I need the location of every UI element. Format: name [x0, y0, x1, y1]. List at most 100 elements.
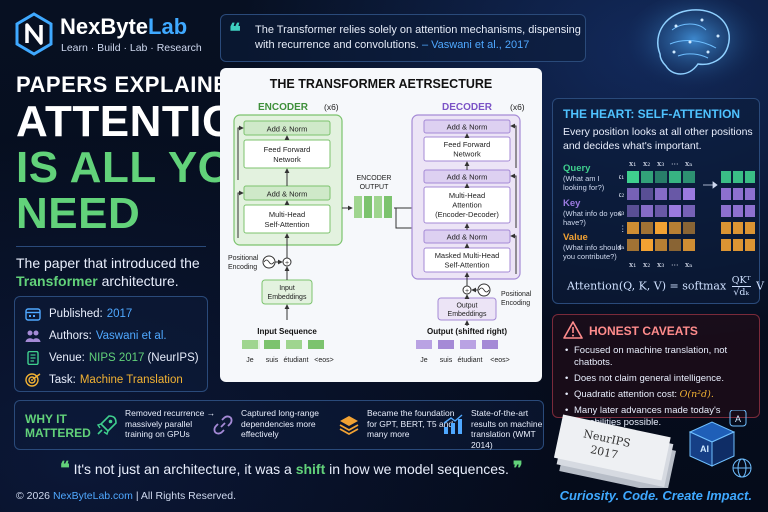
attention-cell [641, 222, 653, 234]
query-label: Query [563, 163, 591, 174]
attention-output-cell [733, 239, 743, 251]
attention-output-cell [721, 239, 731, 251]
decoder-label: DECODER [442, 102, 493, 113]
dec-ffn-2: Network [453, 150, 481, 159]
title-eyebrow: PAPERS EXPLAINED: [16, 72, 253, 97]
why-item-text: Became the foundation for GPT, BERT, T5 … [367, 408, 455, 439]
footer-copyright: © 2026 NexByteLab.com | All Rights Reser… [16, 490, 237, 502]
enc-mha-2: Self-Attention [264, 220, 309, 229]
transformer-diagram-svg: THE TRANSFORMER AETRSECTURE ENCODER (x6)… [228, 77, 532, 364]
attention-output-cell [721, 205, 731, 217]
plus-icon: + [285, 260, 289, 267]
neurips-paper-stack-icon: NeurIPS 2017 AI A [553, 410, 752, 488]
attention-cell [683, 171, 695, 183]
value-label: Value [563, 232, 588, 243]
attn-col-labels: x₁ x₂ x₃ ⋯ xₙ [629, 159, 692, 168]
attn-col-label: x₁ [629, 159, 636, 168]
bottom-quote: ❝ It's not just an architecture, it was … [60, 458, 523, 478]
output-token: <eos> [490, 357, 509, 364]
encoder-label: ENCODER [258, 102, 309, 113]
attention-cell [655, 205, 667, 217]
brain-network-icon [624, 0, 764, 94]
attention-cell [683, 205, 695, 217]
paper-info-panel: Published:2017 Authors:Vaswani et al. Ve… [14, 296, 208, 392]
attention-cells [627, 171, 695, 251]
bar-chart-icon [443, 414, 463, 434]
attn-bottom-label: x₁ [629, 260, 636, 269]
attention-output-cell [733, 188, 743, 200]
input-tokens: Je suis étudiant <eos> [246, 357, 333, 364]
attn-bottom-labels: x₁ x₂ x₃ ⋯ xₙ [629, 260, 692, 269]
input-emb-2: Embeddings [268, 294, 307, 301]
brand-tagline: Learn · Build · Lab · Research [61, 42, 202, 54]
output-token-bars [416, 340, 498, 349]
self-attention-panel: THE HEART: SELF-ATTENTION Every position… [552, 98, 764, 304]
attention-output-cell [721, 222, 731, 234]
decoder-multiplier: (x6) [510, 102, 525, 112]
attention-cell [669, 222, 681, 234]
dec-ffn-1: Feed Forward [444, 140, 491, 149]
attention-output-cell [745, 188, 755, 200]
heart-title: THE HEART: SELF-ATTENTION [563, 107, 741, 121]
brand-logo[interactable]: NexByteLab Learn · Build · Lab · Researc… [14, 10, 214, 60]
attention-cell [641, 188, 653, 200]
dec-masked-1: Masked Multi-Head [435, 251, 500, 260]
attn-col-label: x₃ [657, 159, 664, 168]
enc-add-norm-mid: Add & Norm [267, 190, 308, 199]
footer-site-link[interactable]: NexByteLab.com [52, 490, 133, 502]
info-venue: Venue:NIPS 2017(NeurIPS) [25, 349, 199, 367]
attention-cell [683, 222, 695, 234]
attention-output-cell [745, 205, 755, 217]
attn-row-label: x₃ [619, 208, 624, 217]
svg-text:AI: AI [700, 444, 709, 454]
subtitle: The paper that introduced the Transforme… [16, 255, 200, 289]
input-token-bars [242, 340, 324, 349]
brand-name: NexByteLab [60, 14, 188, 39]
output-token: Je [420, 357, 428, 364]
pos-enc-right-1: Positional [501, 291, 532, 298]
attention-output-cell [745, 222, 755, 234]
attention-cell [669, 171, 681, 183]
rocket-icon [96, 415, 117, 436]
input-token: Je [246, 357, 254, 364]
attention-output-cell [745, 171, 755, 183]
why-item-foundation: Became the foundation for GPT, BERT, T5 … [337, 407, 454, 447]
attention-output-cells [721, 171, 755, 251]
document-icon [27, 351, 39, 365]
layers-icon [339, 416, 359, 436]
info-task: Task:Machine Translation [25, 371, 183, 389]
output-token: suis [440, 357, 453, 364]
transformer-diagram: THE TRANSFORMER AETRSECTURE ENCODER (x6)… [220, 68, 542, 382]
warning-icon [563, 321, 583, 339]
caveats-panel: HONEST CAVEATS Focused on machine transl… [552, 314, 760, 428]
input-seq-label: Input Sequence [257, 327, 317, 336]
dec-add-norm-top: Add & Norm [447, 123, 488, 132]
attention-cell [669, 239, 681, 251]
enc-add-norm-top: Add & Norm [267, 125, 308, 134]
dec-pos-add-icon [462, 285, 472, 295]
attn-row-label: xₙ [619, 242, 624, 251]
heart-description: Every position looks at all other positi… [563, 126, 753, 152]
info-published: Published:2017 [25, 305, 132, 323]
pos-enc-left-1: Positional [228, 255, 259, 262]
value-sub: (What info should you contribute?) [563, 243, 622, 261]
attention-cell [669, 205, 681, 217]
attention-cell [669, 188, 681, 200]
attn-row-label: ⋮ [619, 224, 627, 233]
footer-motto: Curiosity. Code. Create Impact. [559, 488, 752, 503]
attn-row-label: x₂ [619, 190, 624, 199]
plus-icon: + [465, 288, 469, 295]
enc-ffn-1: Feed Forward [264, 145, 311, 154]
key-label: Key [563, 198, 581, 209]
attention-cell [655, 239, 667, 251]
attention-output-cell [733, 205, 743, 217]
diagram-title: THE TRANSFORMER AETRSECTURE [270, 77, 492, 91]
output-emb-2: Embeddings [448, 311, 487, 318]
enc-mha-1: Multi-Head [269, 210, 305, 219]
dec-add-norm-3: Add & Norm [447, 233, 488, 242]
title-divider [16, 246, 206, 247]
attention-cell [655, 222, 667, 234]
why-item-text: Captured long-range dependencies more ef… [241, 408, 319, 439]
info-authors: Authors:Vaswani et al. [25, 327, 167, 345]
input-token: étudiant [284, 357, 309, 364]
